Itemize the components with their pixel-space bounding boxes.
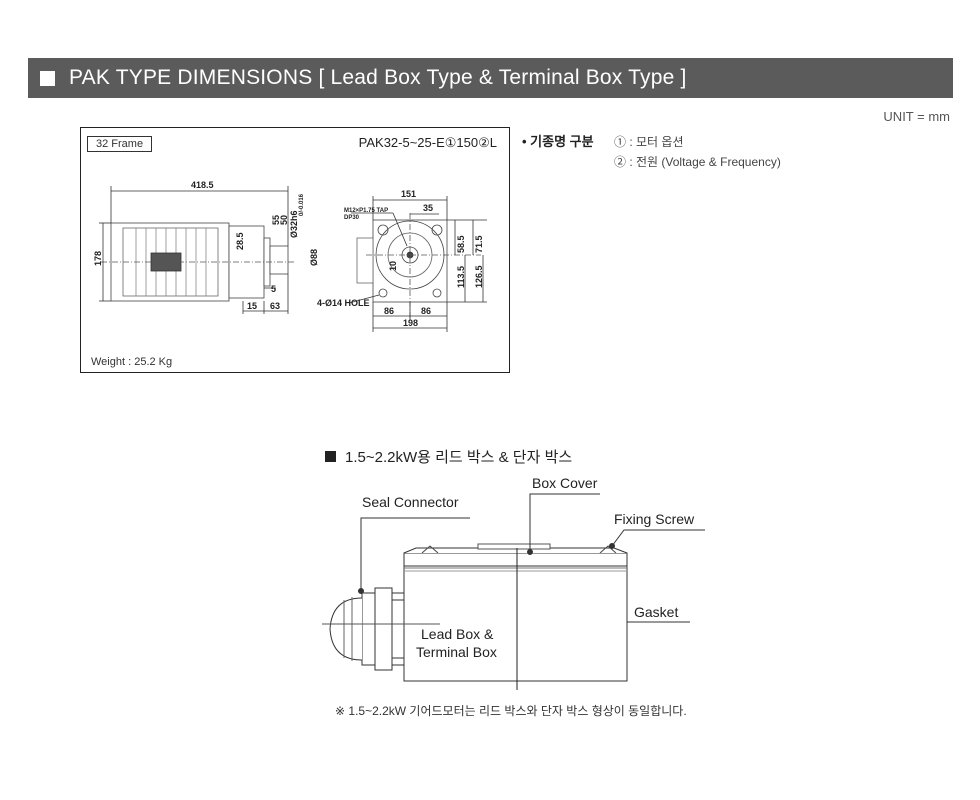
fixing-screw-label: Fixing Screw <box>614 511 695 527</box>
box-cover-label: Box Cover <box>532 475 598 491</box>
section-header: PAK TYPE DIMENSIONS [ Lead Box Type & Te… <box>28 58 953 98</box>
page-title: PAK TYPE DIMENSIONS [ Lead Box Type & Te… <box>69 66 687 89</box>
dimension-drawing: 418.5 178 28.5 55 50 Ø32h6 0/-0.016 Ø88 … <box>93 180 487 332</box>
dim-shaft-tolerance: 0/-0.016 <box>299 193 305 216</box>
dim-height: 178 <box>93 251 103 266</box>
dim-d16: 198 <box>403 318 418 328</box>
square-bullet-icon <box>40 70 55 86</box>
info-option-2: ② : 전원 (Voltage & Frequency) <box>614 155 781 169</box>
lead-box-section-title: 1.5~2.2kW용 리드 박스 & 단자 박스 <box>325 446 572 467</box>
lead-box-label-line1: Lead Box & <box>421 626 494 642</box>
dim-d14: 86 <box>384 306 394 316</box>
dim-d11: 71.5 <box>474 235 484 253</box>
dim-d5: 5 <box>271 284 276 294</box>
section-title-text: 1.5~2.2kW용 리드 박스 & 단자 박스 <box>345 449 573 466</box>
side-view <box>99 186 296 314</box>
frame-label: 32 Frame <box>87 136 153 152</box>
dim-d7: 63 <box>270 301 280 311</box>
dim-d9: 10 <box>388 261 398 271</box>
dim-d10: 58.5 <box>456 235 466 253</box>
dim-shaft: Ø32h6 <box>289 210 299 238</box>
model-code-info: • 기종명 구분 ① : 모터 옵션 ② : 전원 (Voltage & Fre… <box>522 131 781 175</box>
front-view <box>348 196 487 332</box>
dim-d6: 15 <box>247 301 257 311</box>
lead-box-label-line2: Terminal Box <box>416 644 497 660</box>
info-option-1: ① : 모터 옵션 <box>614 135 684 149</box>
unit-label: UNIT = mm <box>883 109 950 124</box>
info-title: • 기종명 구분 <box>522 134 594 149</box>
model-label: PAK32-5~25-E①150②L <box>358 135 497 150</box>
dp-label: DP30 <box>344 215 360 221</box>
dim-top-width: 151 <box>401 189 416 199</box>
hole-label: 4-Ø14 HOLE <box>317 298 370 308</box>
dim-overall-length: 418.5 <box>191 180 214 190</box>
dim-d2: 55 <box>271 215 281 225</box>
dim-d3: 50 <box>279 215 289 225</box>
dimension-drawing-frame: 32 Frame PAK32-5~25-E①150②L <box>80 127 510 373</box>
dim-d4: Ø88 <box>309 249 319 266</box>
dim-d8: 35 <box>423 203 433 213</box>
gasket-label: Gasket <box>634 604 679 620</box>
tap-label: M12×P1.75 TAP <box>344 208 388 214</box>
dim-d1: 28.5 <box>235 232 245 250</box>
dim-d13: 126.5 <box>474 265 484 288</box>
footnote: ※ 1.5~2.2kW 기어드모터는 리드 박스와 단자 박스 형상이 동일합니… <box>335 704 687 718</box>
square-bullet-icon <box>325 451 336 462</box>
weight-label: Weight : 25.2 Kg <box>91 356 173 368</box>
dim-d12: 113.5 <box>456 266 466 288</box>
seal-connector-label: Seal Connector <box>362 494 459 510</box>
dim-d15: 86 <box>421 306 431 316</box>
